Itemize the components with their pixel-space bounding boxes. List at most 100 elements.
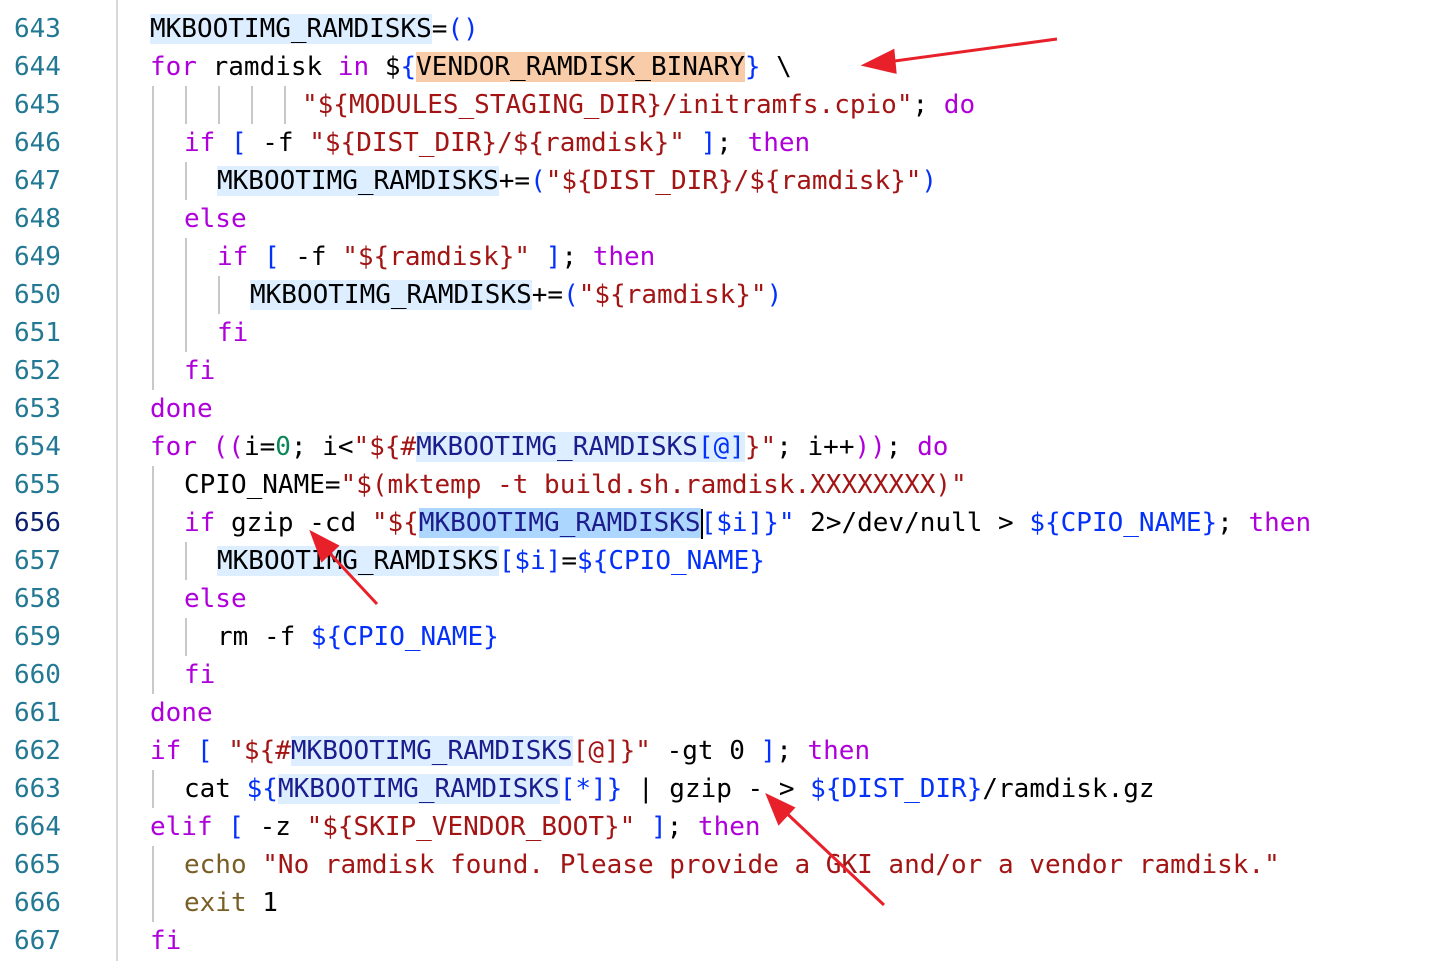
indent-guide: [152, 580, 154, 618]
code-line[interactable]: 644 for ramdisk in ${VENDOR_RAMDISK_BINA…: [0, 48, 1456, 86]
code-text[interactable]: for ramdisk in ${VENDOR_RAMDISK_BINARY} …: [150, 52, 792, 82]
line-number: 646: [14, 128, 61, 158]
code-text[interactable]: echo "No ramdisk found. Please provide a…: [184, 850, 1280, 880]
indent-guide: [152, 656, 154, 694]
line-number: 665: [14, 850, 61, 880]
code-text[interactable]: for ((i=0; i<"${#MKBOOTIMG_RAMDISKS[@]}"…: [150, 432, 949, 462]
code-text[interactable]: fi: [184, 660, 216, 690]
code-line[interactable]: 663 cat ${MKBOOTIMG_RAMDISKS[*]} | gzip …: [0, 770, 1456, 808]
indent-guide: [218, 276, 220, 314]
indent-guide: [185, 162, 187, 200]
line-number: 659: [14, 622, 61, 652]
code-line-current[interactable]: 656 if gzip -cd "${MKBOOTIMG_RAMDISKS[$i…: [0, 504, 1456, 542]
code-line[interactable]: 648 else: [0, 200, 1456, 238]
code-text[interactable]: MKBOOTIMG_RAMDISKS=(): [150, 14, 479, 44]
code-line[interactable]: 652 fi: [0, 352, 1456, 390]
code-line[interactable]: 657 MKBOOTIMG_RAMDISKS[$i]=${CPIO_NAME}: [0, 542, 1456, 580]
indent-guide: [185, 618, 187, 656]
indent-guide: [185, 542, 187, 580]
code-line[interactable]: 649 if [ -f "${ramdisk}" ]; then: [0, 238, 1456, 276]
code-line[interactable]: 650 MKBOOTIMG_RAMDISKS+=("${ramdisk}"): [0, 276, 1456, 314]
indent-guide: [152, 770, 154, 808]
code-text[interactable]: cat ${MKBOOTIMG_RAMDISKS[*]} | gzip - > …: [184, 774, 1155, 804]
line-number: 666: [14, 888, 61, 918]
indent-guide: [152, 618, 154, 656]
code-line[interactable]: 662 if [ "${#MKBOOTIMG_RAMDISKS[@]}" -gt…: [0, 732, 1456, 770]
indent-guide: [284, 86, 286, 124]
selected-symbol[interactable]: MKBOOTIMG_RAMDISKS: [418, 508, 701, 538]
code-line[interactable]: 647 MKBOOTIMG_RAMDISKS+=("${DIST_DIR}/${…: [0, 162, 1456, 200]
annotation-arrow-2: [320, 543, 379, 606]
annotation-arrowhead-3: [765, 792, 796, 826]
line-number: 654: [14, 432, 61, 462]
code-text[interactable]: elif [ -z "${SKIP_VENDOR_BOOT}" ]; then: [150, 812, 761, 842]
code-text[interactable]: fi: [184, 356, 216, 386]
indent-guide: [251, 86, 253, 124]
code-line[interactable]: 643 MKBOOTIMG_RAMDISKS=(): [0, 10, 1456, 48]
code-line[interactable]: 654 for ((i=0; i<"${#MKBOOTIMG_RAMDISKS[…: [0, 428, 1456, 466]
line-number: 661: [14, 698, 61, 728]
code-text[interactable]: else: [184, 204, 247, 234]
code-line[interactable]: 645 "${MODULES_STAGING_DIR}/initramfs.cp…: [0, 86, 1456, 124]
code-line[interactable]: 665 echo "No ramdisk found. Please provi…: [0, 846, 1456, 884]
indent-guide: [152, 314, 154, 352]
code-text[interactable]: CPIO_NAME="$(mktemp -t build.sh.ramdisk.…: [184, 470, 967, 500]
indent-guide: [152, 846, 154, 884]
line-number: 663: [14, 774, 61, 804]
code-line[interactable]: 667 fi: [0, 922, 1456, 960]
indent-guide: [185, 276, 187, 314]
code-line[interactable]: 661 done: [0, 694, 1456, 732]
indent-guide: [185, 86, 187, 124]
code-line[interactable]: 659 rm -f ${CPIO_NAME}: [0, 618, 1456, 656]
line-number: 667: [14, 926, 61, 956]
code-line[interactable]: 651 fi: [0, 314, 1456, 352]
code-text[interactable]: rm -f ${CPIO_NAME}: [217, 622, 499, 652]
line-number: 647: [14, 166, 61, 196]
line-number: 650: [14, 280, 61, 310]
code-line[interactable]: 646 if [ -f "${DIST_DIR}/${ramdisk}" ]; …: [0, 124, 1456, 162]
code-line[interactable]: 660 fi: [0, 656, 1456, 694]
line-number: 664: [14, 812, 61, 842]
code-line[interactable]: 658 else: [0, 580, 1456, 618]
code-text[interactable]: if gzip -cd "${MKBOOTIMG_RAMDISKS[$i]}" …: [184, 508, 1312, 539]
indent-guide: [152, 238, 154, 276]
highlighted-symbol[interactable]: VENDOR_RAMDISK_BINARY: [416, 52, 745, 82]
text-cursor: [700, 508, 703, 539]
indent-guide: [218, 86, 220, 124]
code-text[interactable]: done: [150, 394, 213, 424]
code-text[interactable]: MKBOOTIMG_RAMDISKS+=("${DIST_DIR}/${ramd…: [217, 166, 938, 196]
code-text[interactable]: fi: [217, 318, 249, 348]
code-text[interactable]: fi: [150, 926, 182, 956]
indent-guide: [152, 124, 154, 162]
code-line[interactable]: 655 CPIO_NAME="$(mktemp -t build.sh.ramd…: [0, 466, 1456, 504]
code-line[interactable]: 653 done: [0, 390, 1456, 428]
line-number: 648: [14, 204, 61, 234]
code-line[interactable]: 664 elif [ -z "${SKIP_VENDOR_BOOT}" ]; t…: [0, 808, 1456, 846]
code-text[interactable]: MKBOOTIMG_RAMDISKS[$i]=${CPIO_NAME}: [217, 546, 765, 576]
line-number: 656: [14, 508, 61, 538]
indent-guide: [152, 504, 154, 542]
code-text[interactable]: else: [184, 584, 247, 614]
indent-guide: [152, 162, 154, 200]
code-text[interactable]: done: [150, 698, 213, 728]
code-line[interactable]: 666 exit 1: [0, 884, 1456, 922]
code-text[interactable]: if [ -f "${DIST_DIR}/${ramdisk}" ]; then: [184, 128, 811, 158]
line-number: 653: [14, 394, 61, 424]
code-text[interactable]: MKBOOTIMG_RAMDISKS+=("${ramdisk}"): [250, 280, 783, 310]
indent-guide: [152, 200, 154, 238]
line-number: 662: [14, 736, 61, 766]
code-text[interactable]: if [ "${#MKBOOTIMG_RAMDISKS[@]}" -gt 0 ]…: [150, 736, 871, 766]
line-number: 660: [14, 660, 61, 690]
indent-guide: [185, 314, 187, 352]
code-text[interactable]: exit 1: [184, 888, 278, 918]
indent-guide: [152, 884, 154, 922]
line-number: 644: [14, 52, 61, 82]
line-number: 657: [14, 546, 61, 576]
annotation-arrowhead-1: [860, 48, 897, 74]
line-number: 645: [14, 90, 61, 120]
code-text[interactable]: if [ -f "${ramdisk}" ]; then: [217, 242, 656, 272]
indent-guide: [152, 466, 154, 504]
line-number: 652: [14, 356, 61, 386]
code-text[interactable]: "${MODULES_STAGING_DIR}/initramfs.cpio";…: [302, 90, 976, 120]
